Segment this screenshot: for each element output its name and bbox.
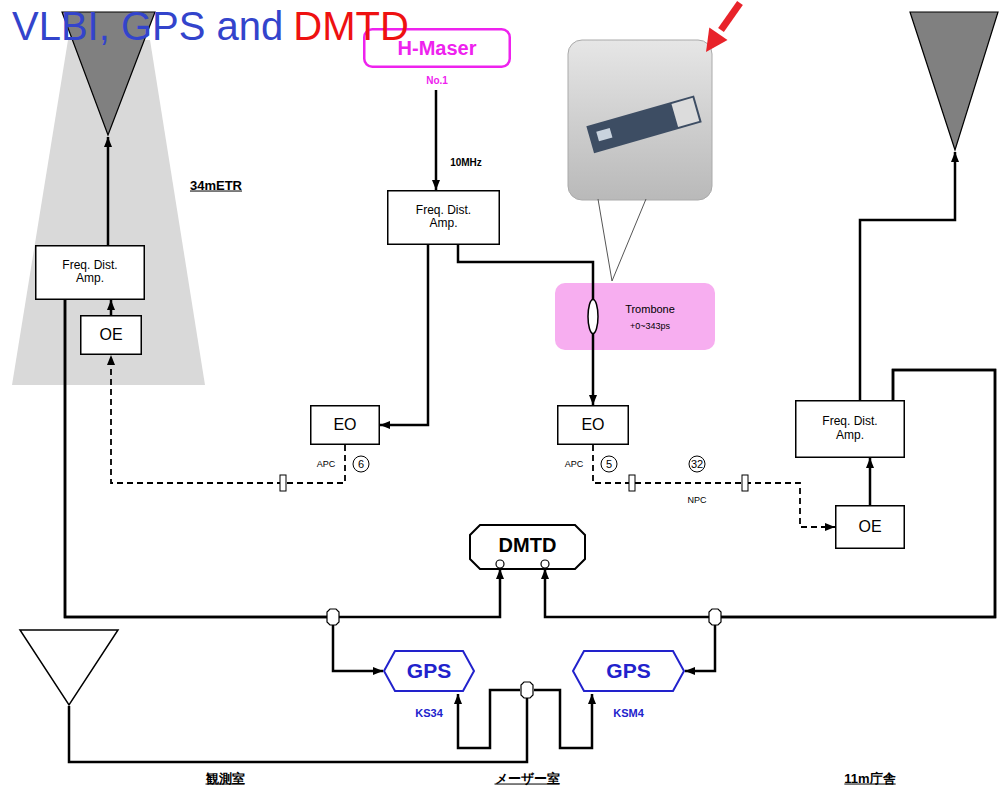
- box-outline: [836, 506, 905, 549]
- trombone-photo: [568, 40, 712, 200]
- device-body: [586, 95, 701, 153]
- port-symbol: [541, 560, 549, 568]
- gps-receiver: GPS KSM4: [572, 650, 685, 722]
- connector-type: NPC: [687, 495, 706, 505]
- signal-cable: [65, 300, 500, 617]
- box-outline: [36, 246, 145, 300]
- box-outline: [384, 651, 474, 691]
- node-title: OE: [858, 518, 881, 536]
- node-title: 34mETR: [190, 179, 242, 194]
- amplifier-box: Freq. Dist. Amp.: [795, 400, 905, 458]
- antenna-band: Freq. Dist. Amp. OE 34mETR: [10, 10, 260, 390]
- node-title: GPS: [407, 659, 451, 683]
- node-title: DMTD: [499, 534, 557, 557]
- node-title: Freq. Dist. Amp.: [808, 415, 892, 443]
- device-plate: [596, 128, 612, 141]
- node-title: Trombone: [625, 303, 675, 316]
- room-name: 観測室: [206, 772, 245, 787]
- gps-antenna-wire: [458, 690, 520, 748]
- pointer-arrow: [721, 3, 740, 30]
- node-title: EO: [581, 416, 604, 434]
- gps-antenna-wire: [534, 690, 592, 748]
- box-outline: [81, 316, 142, 355]
- converter-box: OE: [835, 505, 905, 549]
- gps-receiver: GPS KS34: [383, 650, 475, 722]
- signal-cable: [110, 300, 113, 315]
- antenna-feed: [107, 137, 110, 245]
- fiber-connector: [280, 475, 286, 491]
- diagram-title: VLBI, GPS and: [12, 4, 283, 48]
- node-title: Freq. Dist. Amp.: [48, 259, 132, 287]
- node-outline: [10, 10, 260, 390]
- trombone-symbol: [588, 300, 598, 334]
- node-subtitle: No.1: [426, 75, 448, 87]
- signal-cable: [869, 458, 872, 505]
- callout-number: 32: [689, 456, 706, 473]
- node-subtitle: KSM4: [613, 707, 644, 720]
- dmtd-box: DMTD: [470, 525, 585, 569]
- box-outline: [558, 406, 629, 445]
- signal-cable: [380, 245, 428, 425]
- node-subtitle: KS34: [415, 707, 443, 720]
- signal-cable: [592, 350, 595, 405]
- signal-cable: [458, 245, 593, 283]
- node-title: Freq. Dist. Amp.: [402, 204, 486, 232]
- converter-box: OE: [80, 315, 142, 355]
- signal-label: 10MHz: [449, 157, 483, 169]
- antenna-feed: [860, 152, 955, 400]
- trombone-device: [586, 95, 701, 153]
- device-end: [671, 98, 699, 127]
- box-outline: [573, 651, 684, 691]
- room-name: メーザー室: [495, 772, 560, 787]
- callout-number: 5: [601, 456, 618, 473]
- antenna-symbol: [910, 12, 998, 150]
- callout-pointer: [612, 199, 646, 281]
- box-outline: [796, 401, 905, 458]
- trombone-box: Trombone +0~343ps: [555, 283, 715, 350]
- splitter-symbol: [709, 609, 721, 625]
- node-subtitle: +0~343ps: [630, 321, 670, 331]
- room-name: 11m庁舎: [844, 772, 895, 787]
- fiber-connector: [629, 475, 635, 491]
- diagram-title: DMTD: [293, 4, 409, 48]
- fiber-connector: [742, 475, 748, 491]
- box-outline: [311, 406, 380, 445]
- amplifier-box: Freq. Dist. Amp.: [35, 245, 145, 300]
- callout-pointer: [598, 199, 612, 281]
- splitter-symbol: [521, 682, 533, 698]
- node-title: H-Maser: [398, 37, 477, 60]
- callout-number: 6: [353, 456, 370, 473]
- node-title: EO: [333, 416, 356, 434]
- connector-type: APC: [317, 459, 336, 469]
- converter-box: EO: [557, 405, 629, 445]
- signal-cable: [435, 90, 438, 190]
- gps-antenna: [20, 630, 118, 705]
- box-fill: [555, 283, 715, 350]
- port-symbol: [496, 560, 504, 568]
- box-outline: [470, 525, 585, 569]
- box-outline: [388, 191, 500, 245]
- node-title: GPS: [606, 659, 650, 683]
- connector-type: APC: [565, 459, 584, 469]
- node-outline: [555, 283, 715, 350]
- amplifier-box: Freq. Dist. Amp.: [387, 190, 500, 245]
- pointer-arrow-head: [706, 28, 728, 52]
- signal-cable: [685, 370, 995, 671]
- node-title: OE: [99, 326, 122, 344]
- signal-cable: [545, 370, 995, 617]
- converter-box: EO: [310, 405, 380, 445]
- splitter-symbol: [327, 609, 339, 625]
